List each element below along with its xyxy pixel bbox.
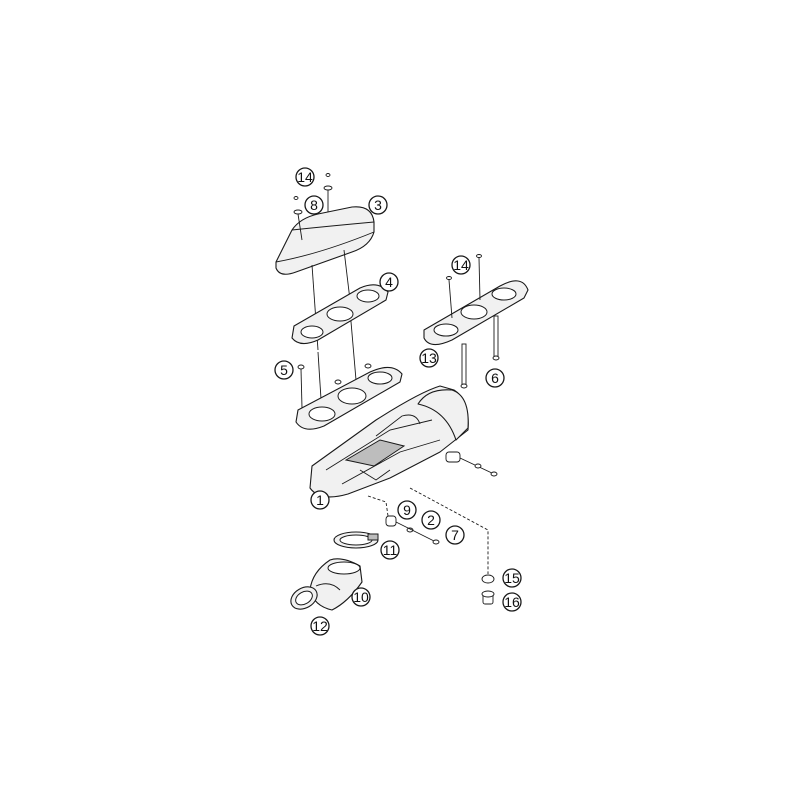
svg-text:7: 7 [451,527,459,543]
part-16-nipple [481,590,495,605]
svg-text:10: 10 [353,589,369,605]
callout-14-top: 14 [295,167,315,187]
callout-3: 3 [368,195,388,215]
callout-1: 1 [310,490,330,510]
svg-text:2: 2 [427,512,435,528]
svg-text:3: 3 [374,197,382,213]
svg-text:1: 1 [316,492,324,508]
svg-text:5: 5 [280,362,288,378]
right-bolts [446,254,500,389]
callout-2: 2 [421,510,441,530]
svg-text:14: 14 [297,169,313,185]
callout-5: 5 [274,360,294,380]
callout-7: 7 [445,525,465,545]
callout-12: 12 [310,616,330,636]
callout-9: 9 [397,500,417,520]
callout-6: 6 [485,368,505,388]
cover-bolts [293,173,333,241]
part-10-intake-boot [309,558,363,611]
svg-text:8: 8 [310,197,318,213]
part-15-clamp [481,574,495,584]
callout-15: 15 [502,568,522,588]
part-1-air-box [309,385,469,498]
part-9-spacer [385,515,397,527]
svg-text:9: 9 [403,502,411,518]
svg-text:6: 6 [491,370,499,386]
svg-text:11: 11 [383,542,398,558]
svg-text:12: 12 [312,618,328,634]
part-5-screw [297,364,305,409]
svg-text:4: 4 [385,274,393,290]
callout-13: 13 [419,348,439,368]
part-7-bolt [395,521,440,545]
callout-4: 4 [379,272,399,292]
callout-14-right: 14 [451,255,471,275]
svg-text:16: 16 [504,594,520,610]
side-bolt-assembly [445,451,498,477]
callout-8: 8 [304,195,324,215]
callout-16: 16 [502,592,522,612]
part-3-air-box-cover [275,206,375,275]
part-4-gasket [291,284,389,345]
callout-11: 11 [380,540,400,560]
part-13-plate [423,280,529,346]
svg-text:13: 13 [421,350,437,366]
svg-text:14: 14 [453,257,469,273]
part-lower-plate [295,363,403,430]
part-12-clamp [290,586,318,610]
callout-10: 10 [351,587,371,607]
svg-text:15: 15 [504,570,520,586]
part-11-hose-clamp [333,531,379,549]
